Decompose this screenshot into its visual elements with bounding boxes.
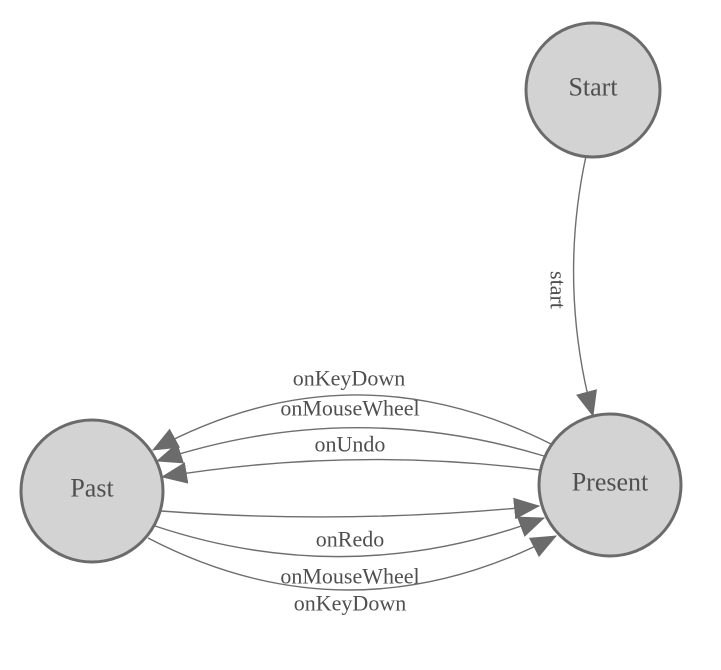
edge-present-to-past-onmousewheel (155, 427, 545, 464)
state-node-label-start: Start (568, 73, 618, 102)
edge-past-to-present-onkeydown (147, 535, 557, 591)
edge-label-past-to-present-onkeydown: onKeyDown (294, 591, 406, 616)
edge-label-present-to-past-onmousewheel: onMouseWheel (280, 396, 419, 421)
edge-present-to-past-onundo (160, 458, 541, 484)
state-node-label-present: Present (572, 468, 649, 497)
edge-label-past-to-present-onmousewheel: onMouseWheel (280, 564, 419, 589)
state-node-label-past: Past (70, 474, 114, 503)
edge-label-present-to-past-onkeydown: onKeyDown (293, 366, 405, 391)
edge-past-to-present-onmousewheel (154, 516, 546, 558)
state-node-past (19, 418, 165, 564)
edge-start-to-present-start (572, 155, 597, 418)
edge-label-start-to-present-start: start (546, 271, 571, 309)
edge-present-to-past-onkeydown (152, 394, 552, 451)
edge-label-past-to-present-onredo: onRedo (316, 527, 384, 552)
edge-label-present-to-past-onundo: onUndo (315, 432, 386, 457)
state-node-present (537, 412, 683, 558)
state-node-start (524, 21, 662, 159)
transition-edges-layer: startonKeyDownonMouseWheelonUndoonRedoon… (147, 155, 597, 616)
edge-past-to-present-onredo (160, 497, 541, 520)
